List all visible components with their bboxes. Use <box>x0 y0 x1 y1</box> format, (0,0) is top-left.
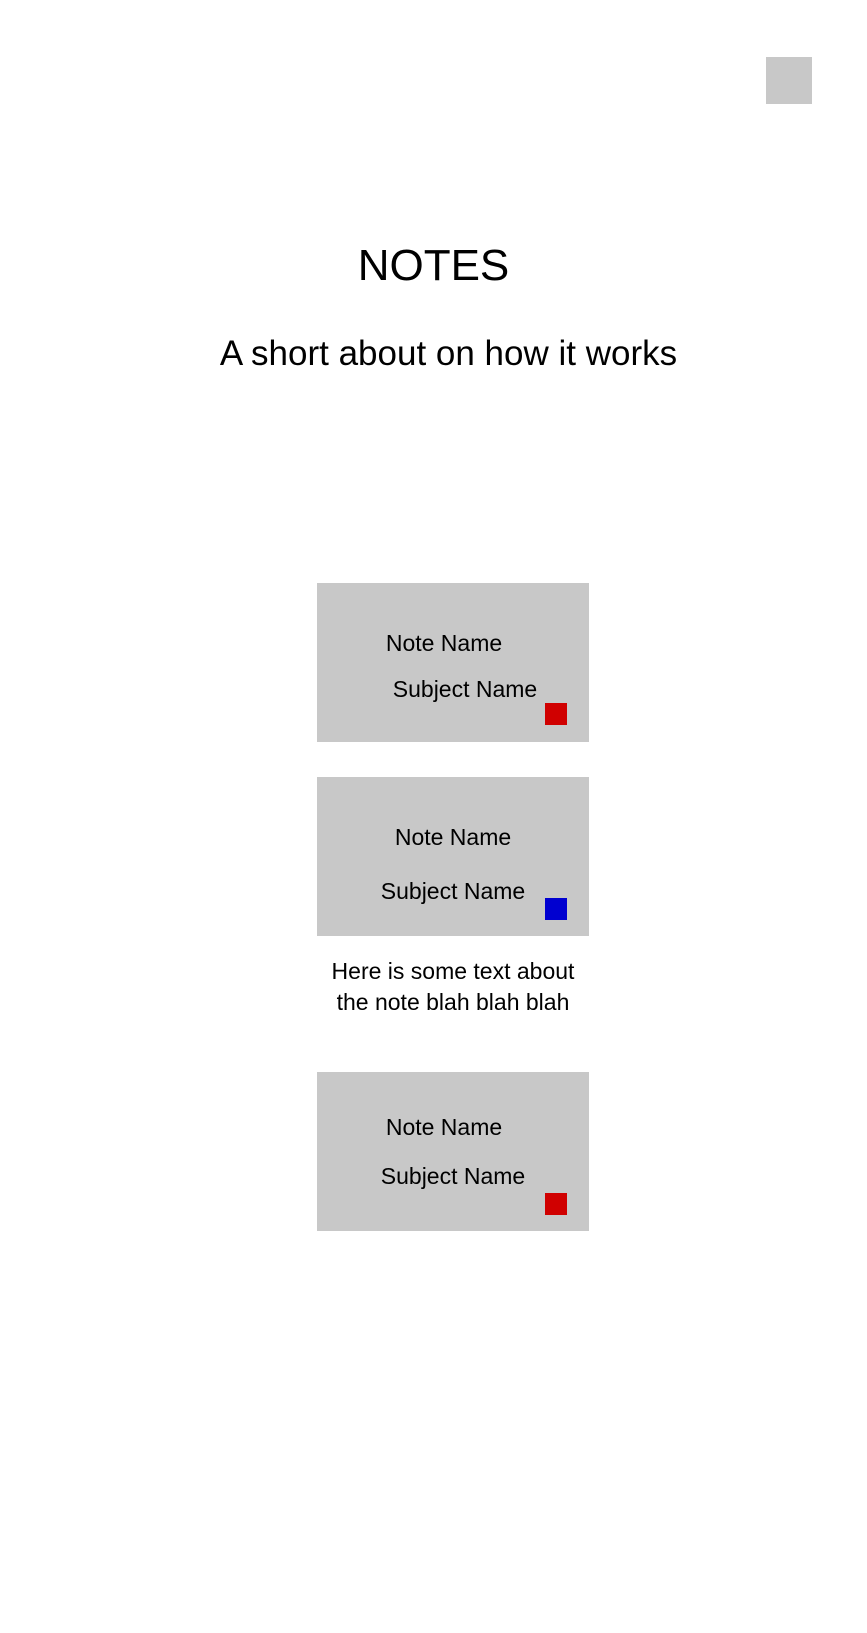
page-subtitle: A short about on how it works <box>219 334 678 373</box>
note-name: Note Name <box>394 824 512 850</box>
subject-name: Subject Name <box>392 676 538 702</box>
subject-name: Subject Name <box>380 1163 526 1189</box>
note-name: Note Name <box>385 630 503 656</box>
subject-name: Subject Name <box>380 878 526 904</box>
note-color-marker[interactable] <box>545 1193 567 1215</box>
note-description: Here is some text about the note blah bl… <box>331 958 575 1015</box>
note-card[interactable]: Note Name Subject Name <box>317 777 589 936</box>
page-title: NOTES <box>357 241 510 290</box>
note-card[interactable]: Note Name Subject Name <box>317 583 589 742</box>
note-color-marker[interactable] <box>545 703 567 725</box>
note-color-marker[interactable] <box>545 898 567 920</box>
menu-button[interactable] <box>766 57 812 104</box>
note-card[interactable]: Note Name Subject Name <box>317 1072 589 1231</box>
note-name: Note Name <box>385 1114 503 1140</box>
